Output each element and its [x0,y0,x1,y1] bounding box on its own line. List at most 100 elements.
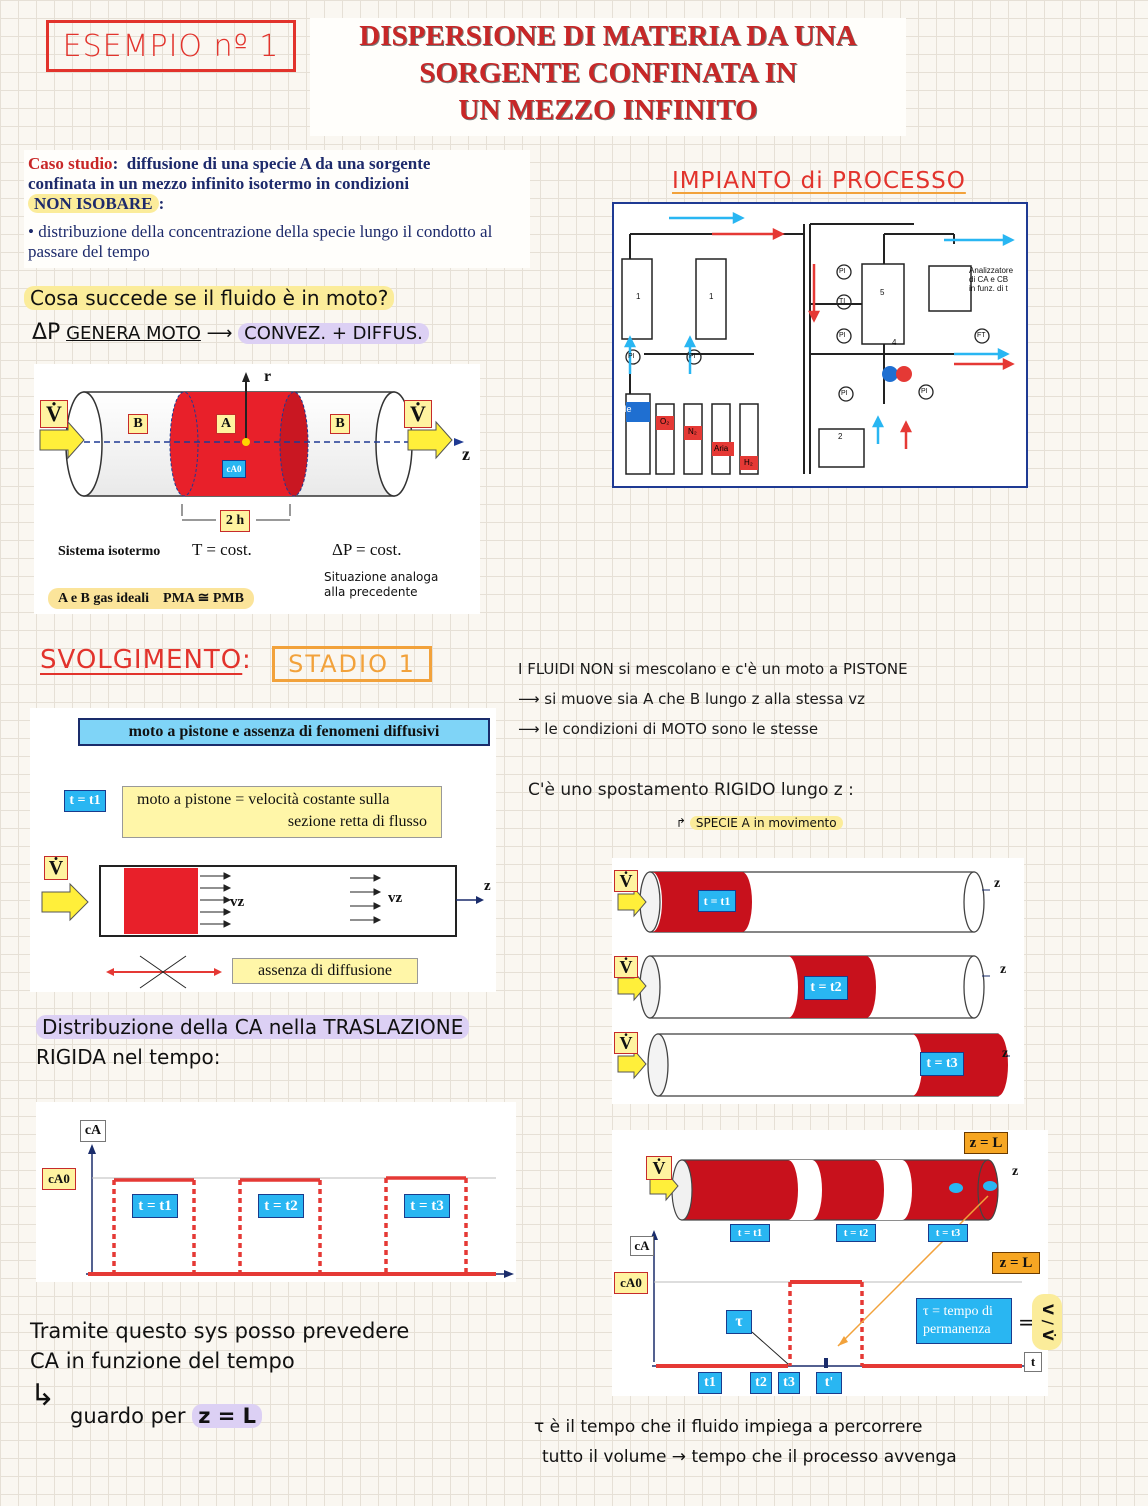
vz-label-1: vz [230,894,245,910]
flow-rate-label-left: V̇ [40,400,68,428]
tube2-time: t = t2 [804,976,848,1000]
region-b-left: B [128,414,148,434]
tube2-flow-rate: V̇ [614,956,638,978]
case-study-highlight: NON ISOBARE [28,194,159,213]
instrument-label-1: PI [628,353,635,360]
instrument-label-2: PI [689,353,696,360]
svolgimento-colon: : [242,645,252,675]
gas-label-he: He [620,404,632,414]
residence-level: cA0 [614,1272,648,1294]
tau-equals: = [1018,1310,1035,1334]
moving-species-note: ↱ SPECIE A in movimento [676,816,843,830]
question-line2: ΔP GENERA MOTO ⟶ CONVEZ. + DIFFUS. [32,320,429,345]
t-constant: T = cost. [192,540,252,559]
instrument-label-7: FT [977,332,986,339]
residence-z-axis: z [1012,1164,1019,1179]
column-label-4: 4 [892,338,897,347]
analogous-note: Situazione analoga alla precedente [324,570,439,599]
question-line1: Cosa succede se il fluido è in moto? [24,286,395,310]
case-study-line2: confinata in un mezzo infinito isotermo … [28,174,410,193]
diagram-source-cylinder: V̇ V̇ B A B r z cA0 2 h Sistema isotermo… [34,364,480,614]
concentration-chart-left: cA cA0 t = t1 t = t2 t = t3 [36,1102,516,1282]
chart-left-t2: t = t2 [258,1194,304,1218]
title-line-1: DISPERSIONE DI MATERIA DA UNA [359,20,857,52]
piston-panel-title: moto a pistone e assenza di fenomeni dif… [78,718,490,746]
tau-ratio: V / V̇ [1032,1294,1062,1350]
tau-definition: τ = tempo di permanenza [916,1298,1012,1344]
piston-time-label: t = t1 [64,790,106,812]
instrument-label-4: TI [839,298,846,305]
tick-t1: t1 [698,1372,722,1394]
tau-label: τ [726,1310,752,1334]
zl-top-label: z = L [964,1132,1008,1154]
tube2-z-axis: z [1000,962,1007,977]
analyzer-note: Analizzatore di CA e CB in funz. di t [969,266,1014,293]
no-diffusion-label: assenza di diffusione [232,958,418,984]
isothermal-system: Sistema isotermo [58,544,161,559]
tube3-time: t = t3 [920,1052,964,1076]
chart-left-level: cA0 [42,1168,76,1190]
residence-tube-t3: t = t3 [928,1224,968,1242]
instrument-label-8: PI [921,388,928,395]
residence-flow-rate: V̇ [646,1156,672,1180]
length-2h: 2 h [220,510,250,532]
stage-note-3: ⟶ le condizioni di MOTO sono le stesse [518,720,819,738]
ca0-label: cA0 [222,460,246,478]
conclusion-left: Tramite questo sys posso prevedere CA in… [30,1319,410,1373]
region-b-right: B [330,414,350,434]
piston-flow-rate: V̇ [44,856,68,880]
page-title: DISPERSIONE DI MATERIA DA UNA SORGENTE C… [310,18,906,136]
residence-ylabel: cA [630,1236,654,1256]
piston-flow-panel: moto a pistone e assenza di fenomeni dif… [30,708,496,992]
chart-left-t3: t = t3 [404,1194,450,1218]
gas-label-aria: Aria [714,444,729,453]
gas-label-n2: N₂ [688,427,697,436]
instrument-label-3: PI [839,268,846,275]
gas-label-o2: O₂ [660,417,670,426]
plant-schematic [621,211,1015,475]
stage-note-2: ⟶ si muove sia A che B lungo z alla stes… [518,690,866,708]
example-label: ESEMPIO nº 1 [46,20,296,72]
instrument-label-5: PI [839,332,846,339]
case-study-bullet: • distribuzione della concentrazione del… [28,222,493,261]
residence-tube-t1: t = t1 [730,1224,770,1242]
tube3-flow-rate: V̇ [614,1032,638,1054]
ideal-gases: A e B gas ideali PMA ≅ PMB [48,588,254,609]
title-line-2: SORGENTE CONFINATA IN [419,57,797,89]
piston-tube-graphic [41,865,484,989]
process-plant-diagram: He O₂ N₂ Aria H₂ PI PI PI TI PI PI FT PI… [612,202,1028,488]
column-label-1: 1 [636,292,641,301]
column-label-3: 5 [880,288,885,297]
residence-time-graphic [649,1159,1040,1370]
instrument-label-6: PI [841,390,848,397]
chart-left-ylabel: cA [80,1120,106,1142]
chart-left-graphic [86,1144,514,1278]
column-label-2: 1 [709,292,714,301]
piston-z-axis: z [484,878,491,894]
stage-1-label: STADIO 1 [272,646,432,682]
tube1-flow-rate: V̇ [614,870,638,892]
tick-t2: t2 [750,1372,772,1394]
residence-tube-t2: t = t2 [836,1224,876,1242]
zl-mid-label: z = L [992,1252,1040,1274]
distribution-note: Distribuzione della CA nella TRASLAZIONE… [36,1012,470,1072]
conclusion-line3: guardo per z = L [70,1404,263,1428]
p-constant: ΔP = cost. [332,540,402,559]
rigid-shift-note: C'è uno spostamento RIGIDO lungo z : [528,780,854,800]
tube1-time: t = t1 [698,890,736,912]
z-axis-label: z [462,444,470,464]
title-line-3: UN MEZZO INFINITO [458,94,758,126]
conclusion-arrow: ↳ [30,1378,56,1413]
tau-explanation: τ è il tempo che il fluido impiega a per… [534,1417,957,1467]
rigid-translation-tubes: V̇ V̇ V̇ t = t1 t = t2 t = t3 z z z [612,858,1024,1104]
svolgimento-title: SVOLGIMENTO [40,645,243,675]
case-study: Caso studio: diffusione di una specie A … [24,150,530,268]
piston-description: moto a pistone = velocità costante sulla… [122,786,442,838]
cylinder-diagram [39,372,464,521]
residence-time-panel: z = L V̇ z t = t1 t = t2 t = t3 cA cA0 z… [612,1130,1062,1396]
stage-note-1: I FLUIDI NON si mescolano e c'è un moto … [518,660,908,678]
residence-t-axis: t [1024,1352,1042,1372]
region-a: A [216,414,236,434]
chart-left-t1: t = t1 [132,1194,178,1218]
case-study-line1: diffusione di una specie A da una sorgen… [126,154,431,173]
